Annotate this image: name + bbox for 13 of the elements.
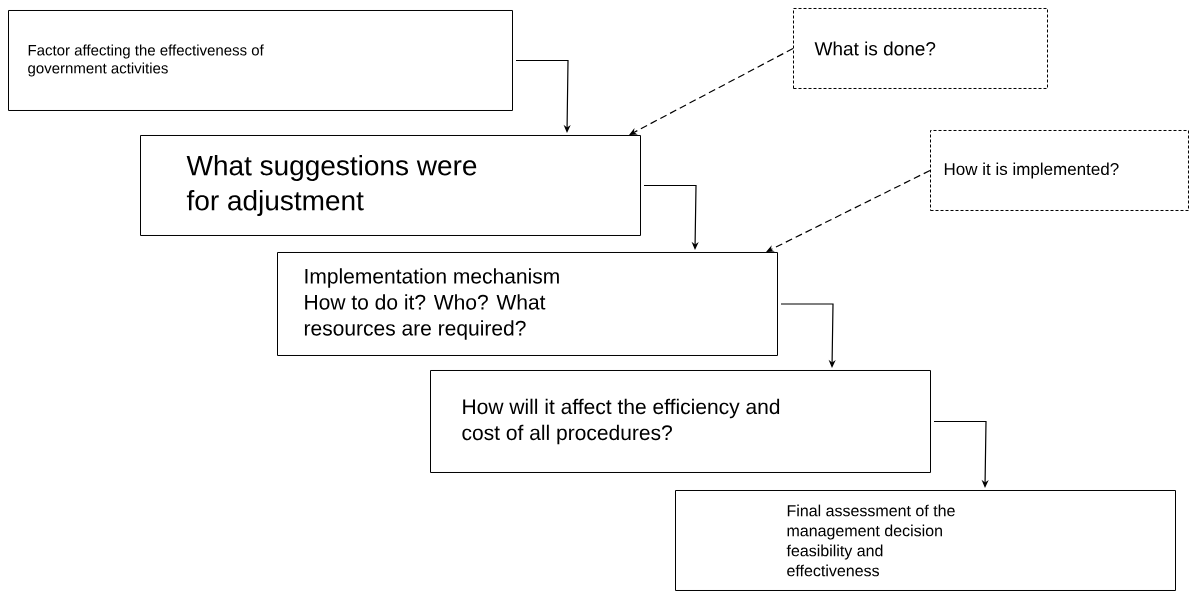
arrow (515, 59, 571, 133)
note-box: What is done? (793, 8, 1048, 89)
arrow (780, 303, 836, 368)
arrow (643, 184, 699, 250)
arrow (629, 47, 794, 135)
note-box: How it is implemented? (930, 130, 1189, 211)
process-box: What suggestions were for adjustment (140, 135, 641, 236)
process-box: Final assessment of the management decision feasibility and effectiveness (675, 490, 1176, 591)
process-box: Implementation mechanism How to do it? Who? What resources are required? (277, 252, 778, 356)
process-box: How will it affect the efficiency and cost of all procedures? (430, 370, 931, 473)
process-box: Factor affecting the effectiveness of government activities (8, 10, 513, 111)
arrow (766, 169, 931, 252)
arrow (933, 420, 989, 488)
